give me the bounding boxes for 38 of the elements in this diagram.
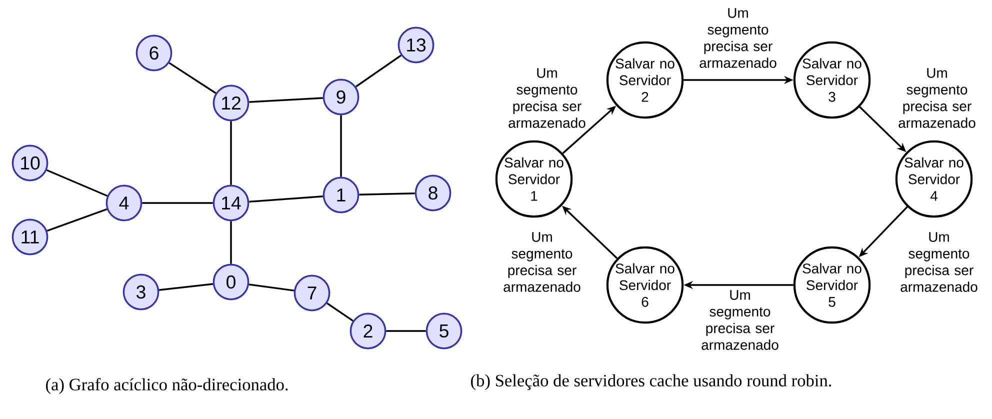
graph-node: 3 <box>122 274 160 310</box>
edge-line <box>326 302 354 322</box>
graph-node: 0 <box>212 264 250 300</box>
edge-label: Um segmento precisa ser armazenado <box>700 8 776 68</box>
edge-line <box>168 62 216 94</box>
edge-label: Um segmento precisa ser armazenado <box>900 232 978 292</box>
graph-node: 4 <box>106 184 142 222</box>
edge-line <box>46 208 108 232</box>
caption: (a) Grafo acíclico não-direcionado. <box>46 378 288 394</box>
edge-label: Um segmento precisa ser armazenado <box>898 68 976 128</box>
graph-node: 9 <box>322 78 360 116</box>
caption: (b) Seleção de servidores cache usando round robin. <box>471 374 832 390</box>
edge-line <box>142 202 213 204</box>
graph-node: 1 <box>322 176 360 214</box>
edge-line <box>46 169 108 197</box>
edge-label: Um segmento precisa ser armazenado <box>504 232 580 292</box>
edge-line <box>249 195 323 203</box>
edge-line <box>355 54 402 88</box>
edge-label: Um segmento precisa ser armazenado <box>702 290 778 350</box>
graph-node: 11 <box>12 218 48 256</box>
graph-node: 13 <box>398 26 434 64</box>
graph-node: 7 <box>294 274 330 312</box>
graph-node: 12 <box>212 84 250 122</box>
graph-node: 14 <box>212 184 250 222</box>
graph-node: 10 <box>12 144 48 182</box>
graph-node: 6 <box>136 34 172 72</box>
graph-node: 8 <box>414 174 452 212</box>
edge-line <box>230 221 232 264</box>
edge-line <box>386 330 426 332</box>
edge-line <box>359 192 415 196</box>
edge-line <box>159 283 214 291</box>
edge-line <box>248 284 294 292</box>
graph-node: 2 <box>350 312 386 350</box>
edge-line <box>230 121 232 185</box>
edge-line <box>249 97 323 103</box>
edge-line <box>340 115 342 177</box>
graph-node: 5 <box>426 312 462 350</box>
edge-label: Um segmento precisa ser armazenado <box>508 68 586 128</box>
